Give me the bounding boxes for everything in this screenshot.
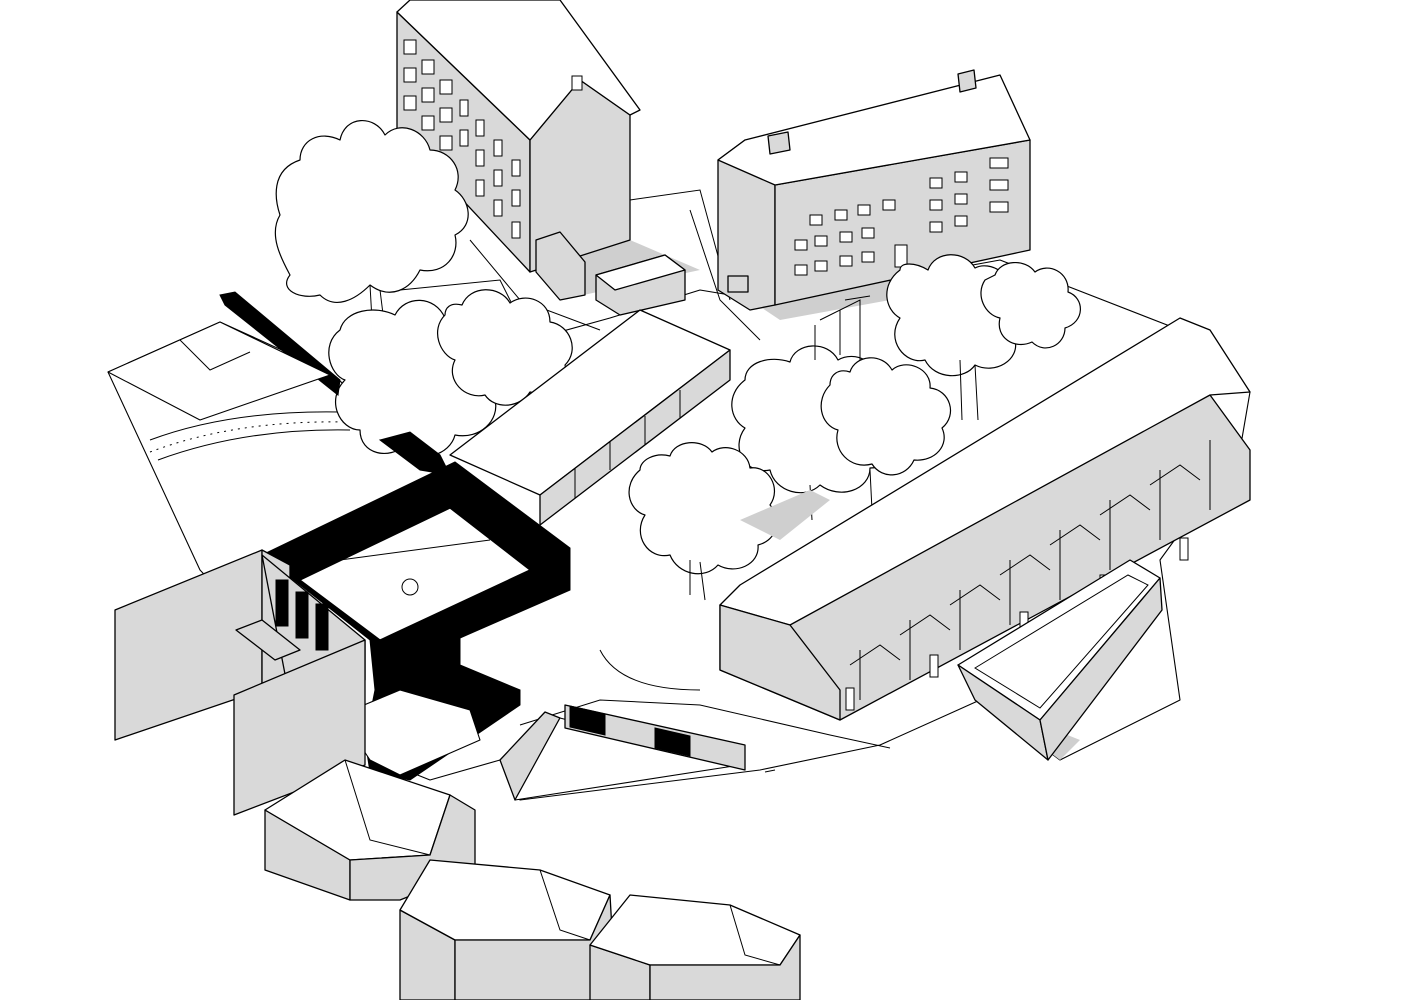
connector-wing [107, 291, 731, 526]
tree-5 [980, 262, 1081, 349]
mid-block-windows [794, 157, 1009, 276]
black-building-roof [299, 507, 531, 641]
front-left-walls [114, 549, 366, 816]
gate-right [654, 727, 691, 757]
mid-block-roof [717, 74, 1031, 186]
tall-apartment-block [396, 0, 700, 316]
roof-opening [401, 578, 419, 596]
trees-rear [274, 120, 1081, 476]
terrace-roof [719, 317, 1251, 626]
glazed-doors [275, 579, 329, 651]
tall-block-roof [396, 0, 641, 141]
new-building [261, 461, 571, 781]
front-house-3-roof [589, 894, 801, 966]
tall-block-windows [403, 39, 521, 239]
site-details [727, 275, 871, 773]
tree-7 [820, 357, 952, 476]
tree-8 [628, 442, 778, 575]
triangular-planter [957, 559, 1163, 761]
ramp-and-gates [499, 704, 746, 801]
gate-left [569, 705, 606, 736]
terrace-row [719, 317, 1251, 721]
tree-3 [437, 289, 573, 406]
front-houses [264, 759, 801, 1000]
trees-front [628, 345, 952, 601]
terrace-unit-dividers [849, 440, 1211, 700]
tree-1 [274, 120, 469, 304]
